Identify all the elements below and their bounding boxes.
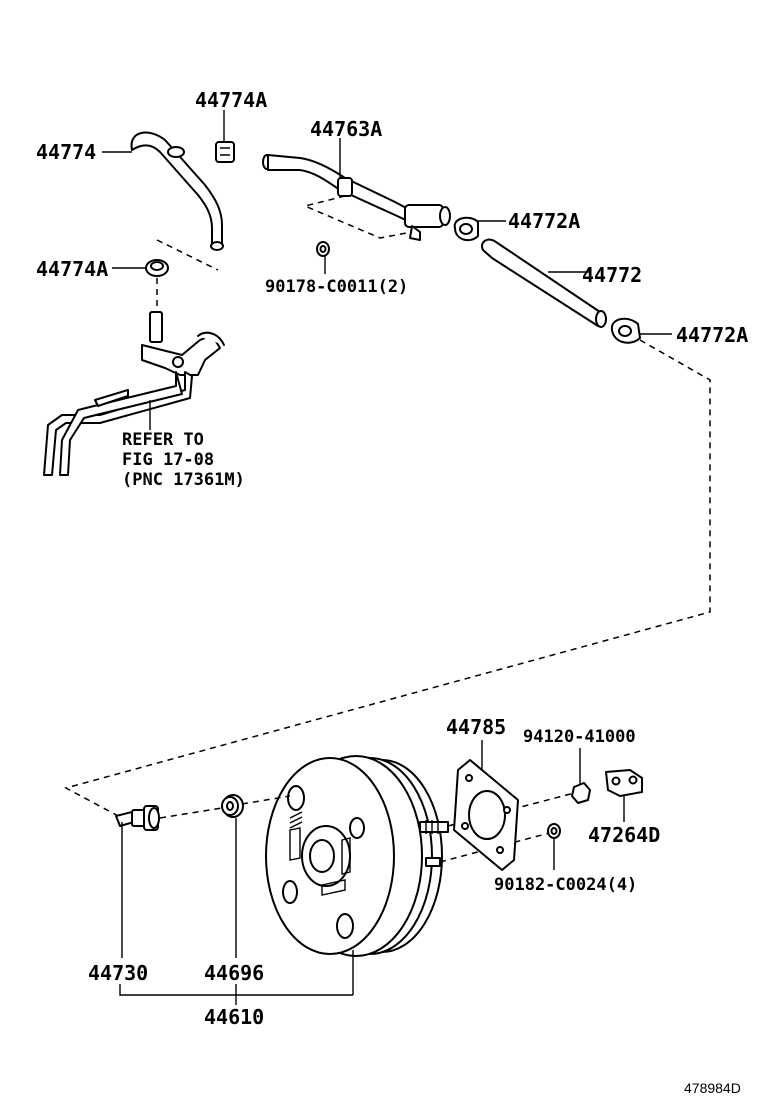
label-44610: 44610	[204, 1005, 264, 1029]
label-94120: 94120-41000	[523, 727, 636, 747]
washer-90178	[316, 241, 330, 257]
booster-44610	[265, 755, 449, 957]
clip-44774A-left	[145, 259, 169, 277]
label-44772: 44772	[582, 263, 642, 287]
label-44774: 44774	[36, 140, 96, 164]
bracket-47264D	[605, 769, 643, 797]
label-44774A-left: 44774A	[36, 257, 108, 281]
label-44774A-top: 44774A	[195, 88, 267, 112]
label-44763A: 44763A	[310, 117, 382, 141]
refer-line-1: REFER TO	[122, 430, 204, 450]
nut-94120	[571, 782, 591, 804]
label-90182: 90182-C0024(4)	[494, 875, 637, 895]
grommet-44696	[221, 794, 244, 818]
gasket-44785	[453, 759, 519, 871]
dash-44763A	[302, 195, 413, 239]
dash-44774	[156, 239, 219, 320]
label-90178: 90178-C0011(2)	[265, 277, 408, 297]
label-44785: 44785	[446, 715, 506, 739]
footer-code: 478984D	[684, 1080, 741, 1096]
valve-44730	[115, 805, 160, 831]
dash-long-link	[63, 339, 711, 819]
hose-44772	[481, 238, 607, 328]
label-44730: 44730	[88, 961, 148, 985]
pipe-bracket-assembly	[43, 311, 225, 476]
hose-44774	[130, 131, 224, 251]
refer-line-3: (PNC 17361M)	[122, 470, 245, 490]
nut-90182	[547, 823, 561, 839]
clip-44774A-top	[215, 141, 235, 163]
dash-grommet	[159, 795, 291, 819]
clamp-44772A-top	[453, 216, 479, 242]
clamp-44772A-right	[610, 317, 641, 344]
label-44772A-right: 44772A	[676, 323, 748, 347]
label-47264D: 47264D	[588, 823, 660, 847]
hose-44763A	[262, 154, 451, 241]
refer-line-2: FIG 17-08	[122, 450, 214, 470]
label-44696: 44696	[204, 961, 264, 985]
label-44772A-top: 44772A	[508, 209, 580, 233]
leader-lines	[102, 110, 672, 1005]
